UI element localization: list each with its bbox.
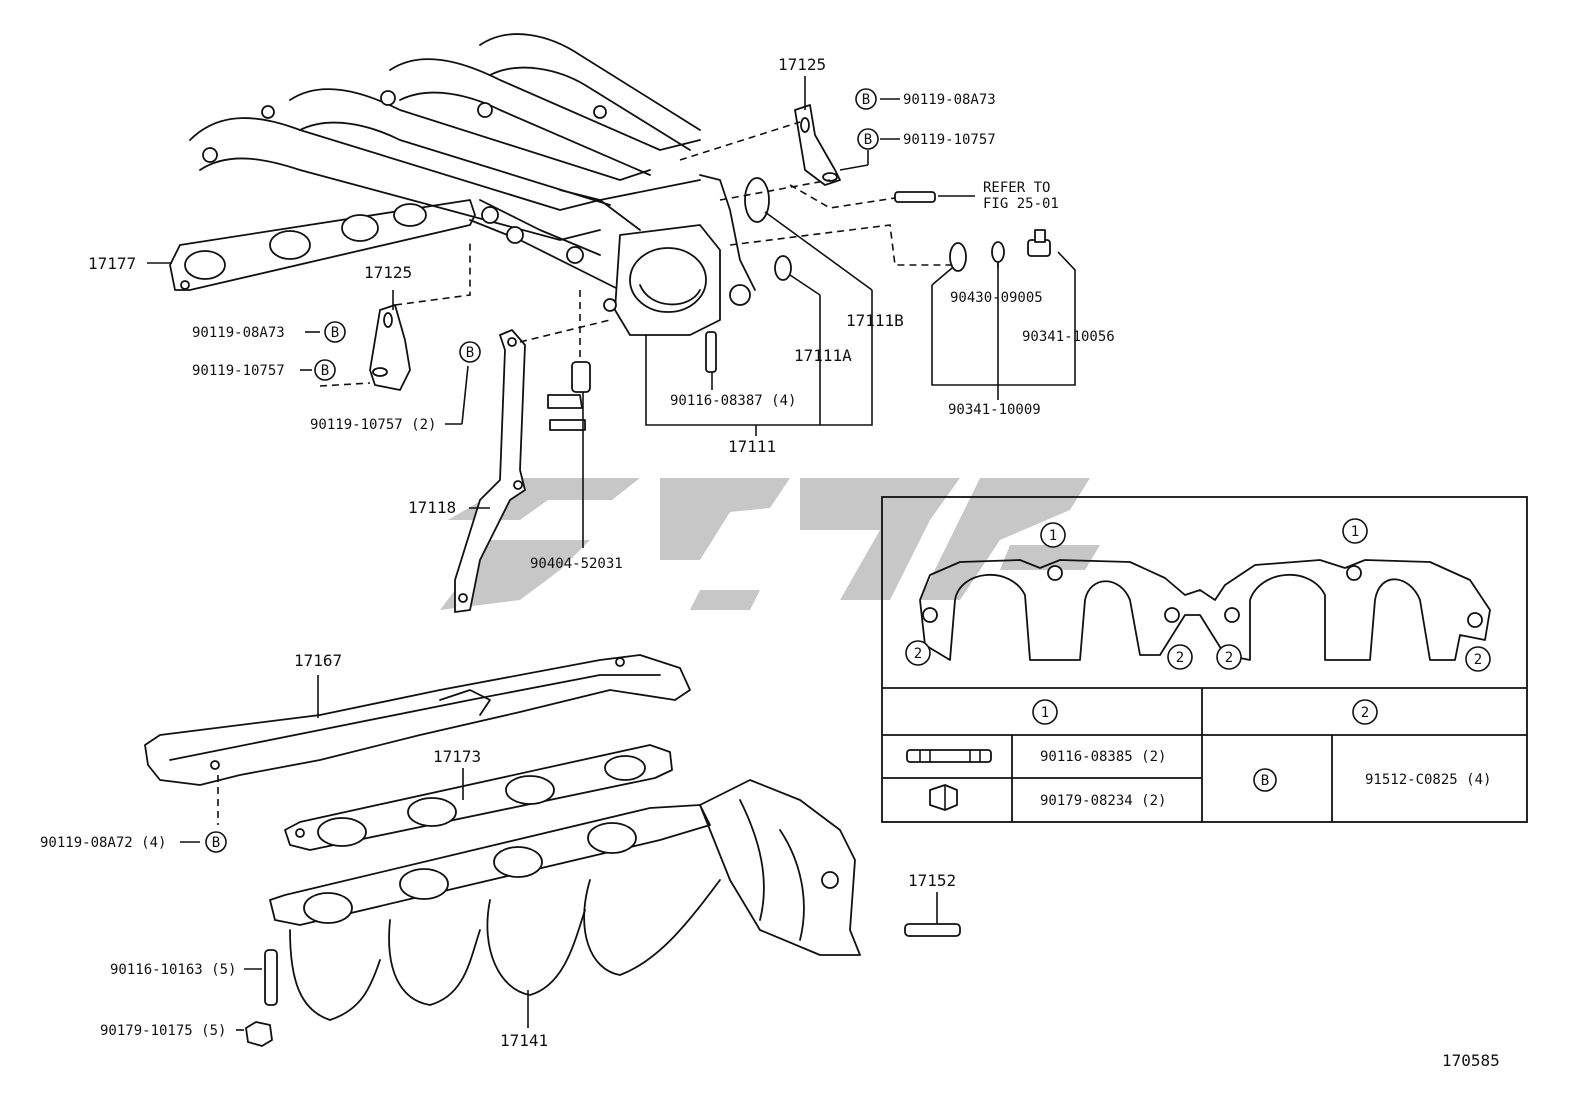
- table-b-part: 91512-C0825 (4): [1365, 772, 1491, 788]
- washer-90341-10009: [991, 241, 1005, 263]
- svg-text:2: 2: [914, 646, 922, 662]
- bolt-90341-10056: [1027, 229, 1051, 257]
- label-17125-top: 17125: [778, 55, 826, 74]
- label-17111: 17111: [728, 437, 776, 456]
- label-fig-25-01: FIG 25-01: [983, 196, 1059, 212]
- label-17152: 17152: [908, 871, 956, 890]
- b-marker-stay: B: [459, 341, 481, 363]
- svg-text:1: 1: [1351, 524, 1359, 540]
- b-marker-top-1: B: [855, 88, 877, 110]
- label-90179-10175: 90179-10175 (5): [100, 1023, 226, 1039]
- stud-17152: [904, 923, 961, 937]
- inset-marker-2-d: 2: [1465, 646, 1491, 672]
- label-90119-10757-2: 90119-10757 (2): [310, 417, 436, 433]
- label-90119-10757-top: 90119-10757: [903, 132, 996, 148]
- inset-marker-1-left: 1: [1040, 522, 1066, 548]
- stud-icon: [906, 749, 992, 763]
- exhaust-manifold-17141: [269, 779, 861, 1021]
- svg-text:1: 1: [1041, 705, 1049, 721]
- gasket-17111B: [744, 177, 770, 223]
- bracket-17125-left: [369, 304, 411, 391]
- label-refer-to: REFER TO: [983, 180, 1050, 196]
- watermark-logo: [440, 478, 1100, 610]
- b-marker-left-2: B: [314, 359, 336, 381]
- label-17173: 17173: [433, 747, 481, 766]
- b-marker-left-1: B: [324, 321, 346, 343]
- stud-90116-10163: [264, 949, 278, 1006]
- bracket-17125-top: [794, 104, 841, 186]
- svg-text:B: B: [331, 325, 339, 341]
- table-row1-part: 90116-08385 (2): [1040, 749, 1166, 765]
- label-17111A: 17111A: [794, 346, 852, 365]
- table-b-symbol: B: [1253, 768, 1277, 792]
- union-90404-52031: [547, 361, 591, 431]
- label-90119-08A72: 90119-08A72 (4): [40, 835, 166, 851]
- label-90119-10757-left: 90119-10757: [192, 363, 285, 379]
- svg-text:B: B: [862, 92, 870, 108]
- label-90430-09005: 90430-09005: [950, 290, 1043, 306]
- gasket-17173: [284, 744, 673, 851]
- nut-icon: [929, 784, 958, 811]
- table-row2-part: 90179-08234 (2): [1040, 793, 1166, 809]
- inset-marker-2-b: 2: [1167, 644, 1193, 670]
- b-marker-insulator: B: [205, 831, 227, 853]
- b-markers: B B B B B B: [205, 88, 879, 853]
- svg-text:2: 2: [1361, 705, 1369, 721]
- gasket-90430: [949, 242, 967, 272]
- inset-marker-2-a: 2: [905, 640, 931, 666]
- nut-90179-10175: [245, 1021, 273, 1047]
- label-90119-08A73-left: 90119-08A73: [192, 325, 285, 341]
- svg-text:B: B: [1261, 773, 1269, 789]
- svg-text:1: 1: [1049, 528, 1057, 544]
- label-17167: 17167: [294, 651, 342, 670]
- label-fig-code: 170585: [1442, 1051, 1500, 1070]
- gasket-17177: [169, 199, 476, 291]
- label-90116-08387: 90116-08387 (4): [670, 393, 796, 409]
- part-labels: 17177 17125 90119-08A73 90119-10757 REFE…: [40, 55, 1500, 1070]
- stay-17118: [454, 329, 526, 613]
- svg-text:B: B: [466, 345, 474, 361]
- label-17111B: 17111B: [846, 311, 904, 330]
- heat-insulator-17167: [144, 654, 691, 786]
- table-header-1: 1: [1032, 699, 1058, 725]
- svg-text:B: B: [864, 132, 872, 148]
- label-90116-10163: 90116-10163 (5): [110, 962, 236, 978]
- label-90341-10009: 90341-10009: [948, 402, 1041, 418]
- stud-90116-08387: [705, 331, 717, 373]
- label-17177: 17177: [88, 254, 136, 273]
- inset-marker-2-c: 2: [1216, 644, 1242, 670]
- b-marker-top-2: B: [857, 128, 879, 150]
- label-17118: 17118: [408, 498, 456, 517]
- leader-lines: [147, 76, 1076, 1031]
- svg-text:B: B: [212, 835, 220, 851]
- intake-manifold-17111: [189, 33, 756, 336]
- inset-marker-1-right: 1: [1342, 518, 1368, 544]
- svg-text:2: 2: [1474, 652, 1482, 668]
- table-header-2: 2: [1352, 699, 1378, 725]
- dashed-leader-lines: [217, 121, 955, 825]
- gasket-17111A: [774, 255, 792, 281]
- label-17125-left: 17125: [364, 263, 412, 282]
- label-17141: 17141: [500, 1031, 548, 1050]
- svg-text:B: B: [321, 363, 329, 379]
- label-90404-52031: 90404-52031: [530, 556, 623, 572]
- label-90119-08A73-top: 90119-08A73: [903, 92, 996, 108]
- svg-text:2: 2: [1225, 650, 1233, 666]
- stud-refer: [894, 191, 936, 203]
- label-90341-10056: 90341-10056: [1022, 329, 1115, 345]
- svg-text:2: 2: [1176, 650, 1184, 666]
- inset-detail: 1 1 2 2 2 2 1 2 90116-08385 (2) 90179-08…: [881, 496, 1528, 823]
